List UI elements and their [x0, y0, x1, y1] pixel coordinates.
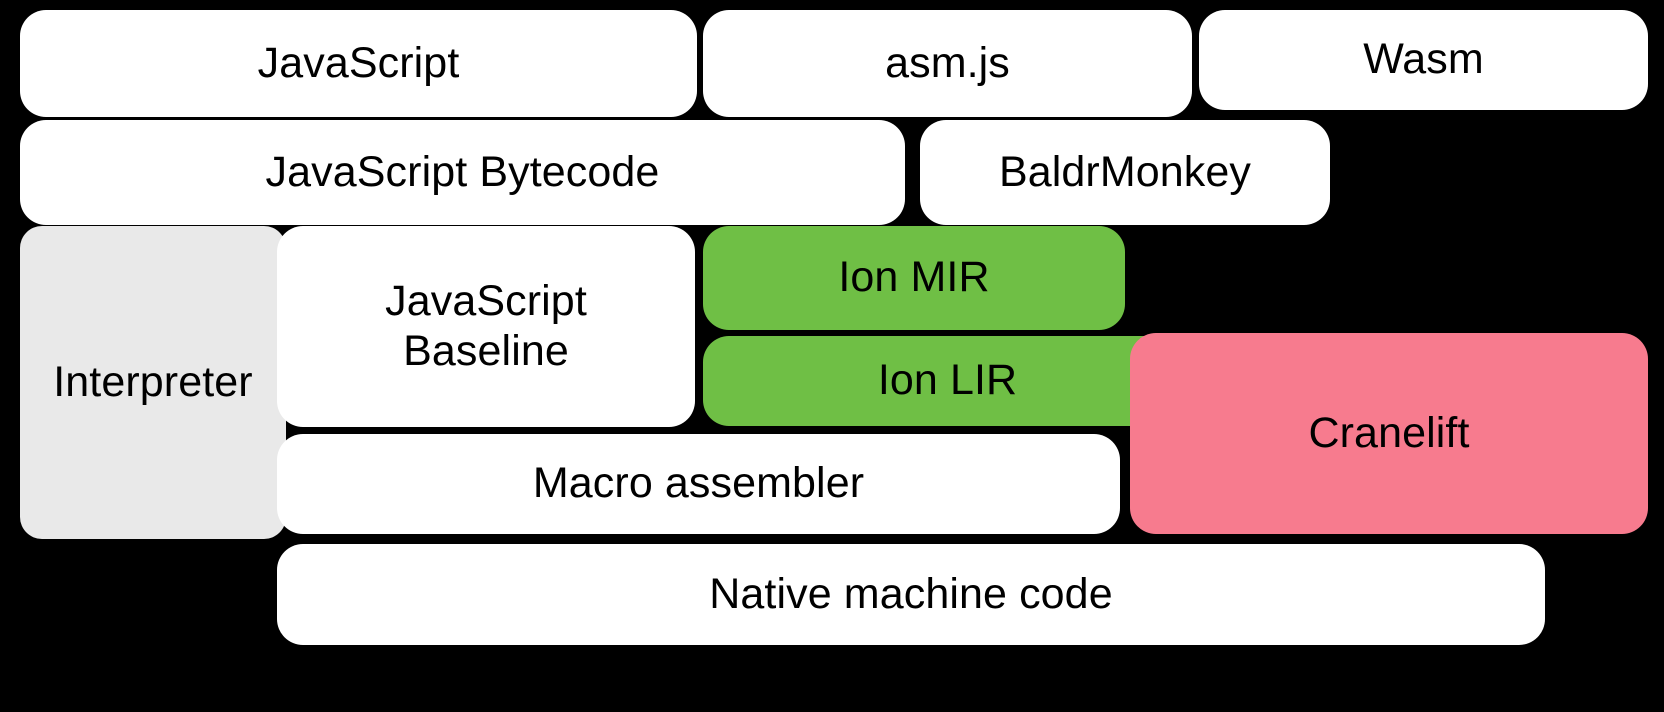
diagram-node-asmjs[interactable]: asm.js: [703, 10, 1192, 117]
diagram-node-wasm[interactable]: Wasm: [1199, 10, 1648, 110]
diagram-node-macro-assembler[interactable]: Macro assembler: [277, 434, 1120, 534]
diagram-node-ion-lir[interactable]: Ion LIR: [703, 336, 1192, 426]
diagram-node-javascript[interactable]: JavaScript: [20, 10, 697, 117]
diagram-node-javascript-baseline[interactable]: JavaScript Baseline: [277, 226, 695, 427]
diagram-node-cranelift[interactable]: Cranelift: [1130, 333, 1648, 534]
diagram-node-ion-mir[interactable]: Ion MIR: [703, 226, 1125, 330]
diagram-node-interpreter[interactable]: Interpreter: [20, 226, 286, 539]
diagram-node-baldrmonkey[interactable]: BaldrMonkey: [920, 120, 1330, 225]
diagram-node-javascript-bytecode[interactable]: JavaScript Bytecode: [20, 120, 905, 225]
diagram-node-native-machine-code[interactable]: Native machine code: [277, 544, 1545, 645]
